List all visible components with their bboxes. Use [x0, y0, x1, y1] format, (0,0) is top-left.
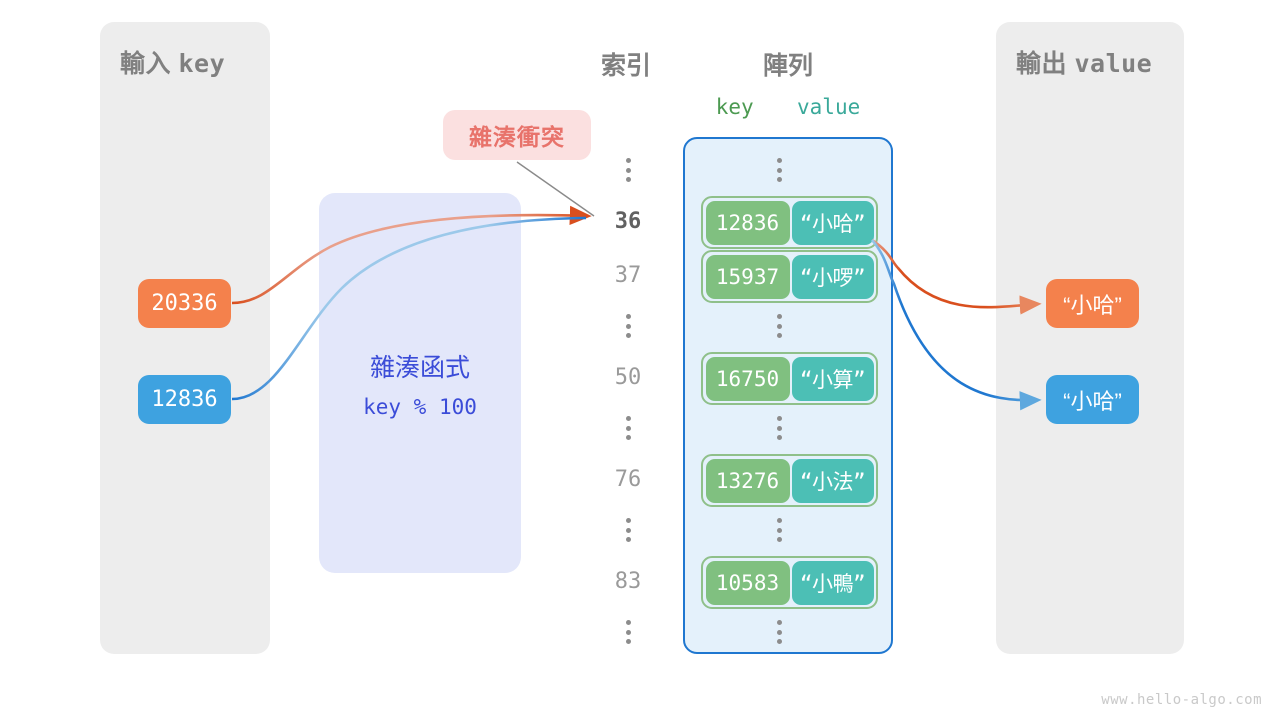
bucket-76[interactable]: 13276“小法” [701, 454, 878, 507]
index-ellipsis [618, 620, 638, 644]
output-panel-title: 輸出 value [1016, 44, 1152, 80]
collision-badge: 雜湊衝突 [443, 110, 591, 160]
output-value-1[interactable]: “小哈” [1046, 375, 1139, 424]
input-panel-title-mono: key [178, 49, 226, 78]
array-ellipsis [769, 158, 789, 182]
output-panel-title-mono: value [1074, 49, 1153, 78]
bucket-key-37: 15937 [705, 254, 790, 299]
hash-function-label: 雜湊函式 [369, 354, 470, 382]
bucket-value-36: “小哈” [791, 200, 874, 245]
output-panel-title-cjk: 輸出 [1016, 50, 1068, 78]
array-ellipsis [769, 518, 789, 542]
watermark: www.hello-algo.com [1101, 692, 1262, 708]
index-label-50: 50 [614, 365, 642, 390]
bucket-37[interactable]: 15937“小啰” [701, 250, 878, 303]
bucket-value-50: “小算” [791, 356, 874, 401]
array-ellipsis [769, 620, 789, 644]
bucket-key-76: 13276 [705, 458, 790, 503]
bucket-key-50: 16750 [705, 356, 790, 401]
index-column-header: 索引 [600, 52, 651, 80]
output-panel [996, 22, 1184, 654]
array-ellipsis [769, 416, 789, 440]
bucket-key-83: 10583 [705, 560, 790, 605]
array-kv-header: key value [700, 95, 876, 119]
hash-function-expression: key % 100 [363, 395, 477, 419]
bucket-36[interactable]: 12836“小哈” [701, 196, 878, 249]
array-column-header: 陣列 [762, 52, 813, 80]
bucket-value-76: “小法” [791, 458, 874, 503]
bucket-83[interactable]: 10583“小鴨” [701, 556, 878, 609]
bucket-value-37: “小啰” [791, 254, 874, 299]
index-ellipsis [618, 314, 638, 338]
input-panel-title-cjk: 輸入 [120, 50, 172, 78]
index-label-83: 83 [614, 569, 642, 594]
bucket-50[interactable]: 16750“小算” [701, 352, 878, 405]
array-ellipsis [769, 314, 789, 338]
index-label-37: 37 [614, 263, 642, 288]
array-value-header: value [797, 95, 861, 119]
input-panel-title: 輸入 key [120, 44, 225, 80]
index-label-76: 76 [614, 467, 642, 492]
collision-leader-line [516, 161, 595, 217]
index-ellipsis [618, 518, 638, 542]
input-panel [100, 22, 270, 654]
output-value-0[interactable]: “小哈” [1046, 279, 1139, 328]
index-ellipsis [618, 416, 638, 440]
input-key-0[interactable]: 20336 [138, 279, 231, 328]
array-key-header: key [715, 95, 754, 119]
bucket-value-83: “小鴨” [791, 560, 874, 605]
input-key-1[interactable]: 12836 [138, 375, 231, 424]
index-ellipsis [618, 158, 638, 182]
index-label-36: 36 [614, 209, 642, 234]
bucket-key-36: 12836 [705, 200, 790, 245]
